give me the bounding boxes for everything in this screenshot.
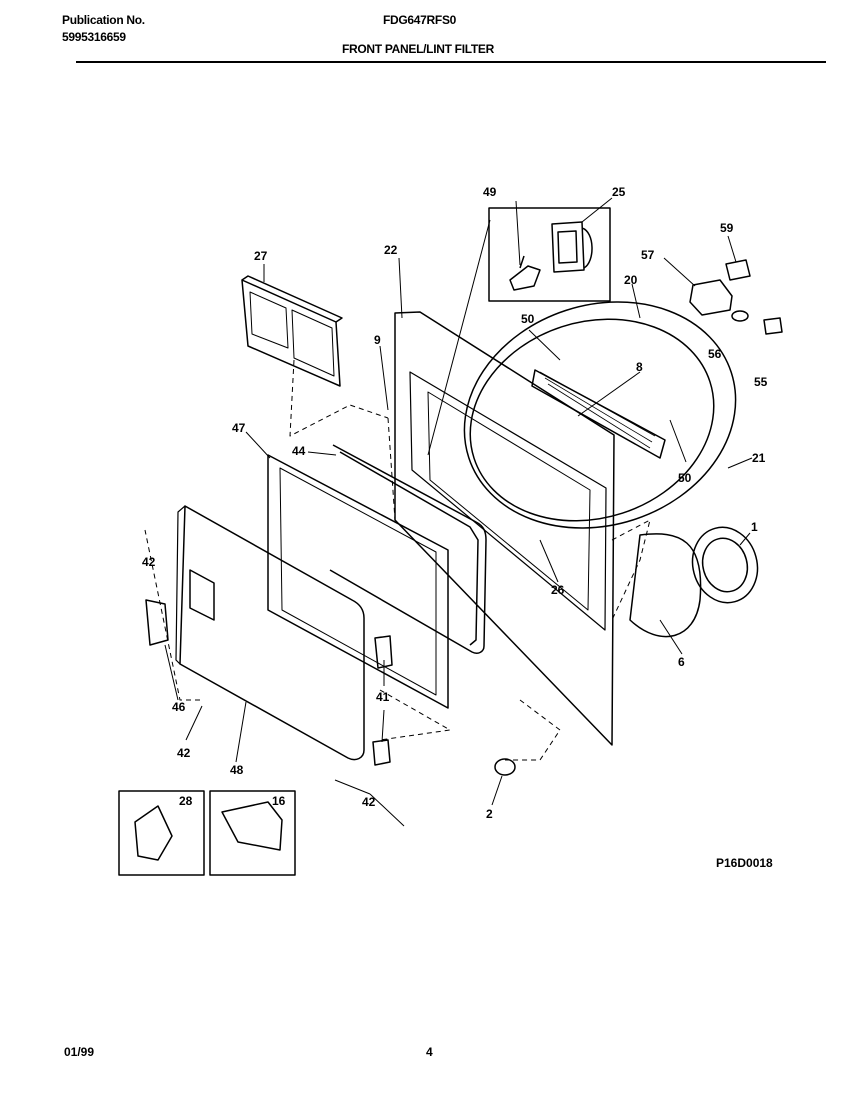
part-label-22: 22 xyxy=(384,243,398,257)
part-label-46: 46 xyxy=(172,700,186,714)
inset-box-16 xyxy=(209,790,296,876)
inner-door xyxy=(267,454,449,709)
part-label-28: 28 xyxy=(179,794,193,808)
part-label-49: 49 xyxy=(483,185,497,199)
lamp-56 xyxy=(731,310,749,322)
door-gasket xyxy=(329,444,487,654)
part-label-25: 25 xyxy=(612,185,626,199)
page-number: 4 xyxy=(426,1045,433,1059)
drawing-code: P16D0018 xyxy=(716,856,773,870)
lens-59 xyxy=(725,259,751,281)
publication-label: Publication No. xyxy=(62,13,145,27)
socket-55 xyxy=(763,317,783,335)
switch-box xyxy=(689,279,733,316)
publication-number: 5995316659 xyxy=(62,30,126,44)
part-label-16: 16 xyxy=(272,794,286,808)
lint-filter xyxy=(241,275,343,387)
part-label-21: 21 xyxy=(752,451,766,465)
part-label-44: 44 xyxy=(292,444,306,458)
part-label-42-bottom: 42 xyxy=(362,795,376,809)
part-label-2: 2 xyxy=(486,807,493,821)
part-label-26: 26 xyxy=(551,583,565,597)
door-handle xyxy=(145,599,169,646)
part-label-47: 47 xyxy=(232,421,246,435)
part-label-50-right: 50 xyxy=(678,471,692,485)
part-label-50-top: 50 xyxy=(521,312,535,326)
part-label-8: 8 xyxy=(636,360,643,374)
hinge-lower xyxy=(372,739,391,766)
model-number: FDG647RFS0 xyxy=(383,13,457,27)
part-label-42-bottom-left: 42 xyxy=(177,746,191,760)
hinge-upper xyxy=(374,635,393,669)
part-label-59: 59 xyxy=(720,221,734,235)
part-label-42-left: 42 xyxy=(142,555,156,569)
part-label-41: 41 xyxy=(376,690,390,704)
part-label-6: 6 xyxy=(678,655,685,669)
exhaust-duct xyxy=(629,526,759,638)
part-label-27: 27 xyxy=(254,249,268,263)
part-label-20: 20 xyxy=(624,273,638,287)
part-label-9: 9 xyxy=(374,333,381,347)
cap-part xyxy=(494,758,516,776)
inset-box-49-25 xyxy=(488,207,611,302)
part-label-56: 56 xyxy=(708,347,722,361)
drum-bulkhead xyxy=(463,301,737,529)
part-label-48: 48 xyxy=(230,763,244,777)
footer-date: 01/99 xyxy=(64,1045,95,1059)
dashed-guides xyxy=(144,359,651,761)
outer-door xyxy=(175,505,365,761)
section-title: FRONT PANEL/LINT FILTER xyxy=(342,42,494,56)
header-rule xyxy=(76,61,826,63)
part-label-57: 57 xyxy=(641,248,655,262)
leader-lines xyxy=(164,197,753,827)
part-label-1: 1 xyxy=(751,520,758,534)
inset-box-28 xyxy=(118,790,205,876)
bracket-28 xyxy=(134,805,173,861)
part-label-55: 55 xyxy=(754,375,768,389)
clip-16 xyxy=(221,801,283,851)
